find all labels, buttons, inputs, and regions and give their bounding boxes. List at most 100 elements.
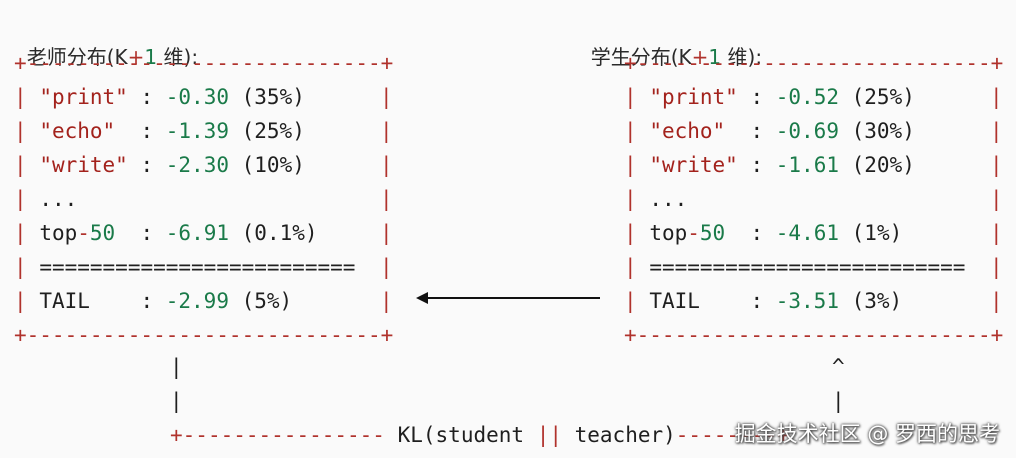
prob: (35%) bbox=[241, 85, 305, 109]
pipe: | bbox=[380, 85, 393, 109]
sep: : bbox=[737, 85, 776, 109]
pipe: | bbox=[14, 153, 27, 177]
sep: : bbox=[737, 153, 776, 177]
sep: : bbox=[127, 85, 166, 109]
sep: : bbox=[115, 221, 166, 245]
separator: ========================= bbox=[649, 255, 966, 279]
ellipsis: ... bbox=[649, 187, 688, 211]
box-row-separator: | ========================= bbox=[14, 250, 355, 284]
pipe: | bbox=[990, 187, 1003, 211]
box-row: | "echo" : -0.69 (30%) bbox=[624, 114, 915, 148]
left-arrow-icon bbox=[416, 292, 600, 304]
connector-plus: + bbox=[170, 423, 183, 447]
pipe: | bbox=[624, 221, 637, 245]
box-row-separator: | ========================= bbox=[624, 250, 965, 284]
box-row: | "print" : -0.30 (35%) bbox=[14, 80, 305, 114]
box-row-top50: | top-50 : -4.61 (1%) bbox=[624, 216, 902, 250]
heading-suffix: 维): bbox=[157, 45, 199, 69]
pipe: | bbox=[990, 255, 1003, 279]
pipe: | bbox=[624, 289, 637, 313]
pipe: | bbox=[14, 221, 27, 245]
logprob: -0.69 bbox=[775, 119, 839, 143]
prob: (25%) bbox=[851, 85, 915, 109]
pipe: | bbox=[624, 119, 637, 143]
pipe: | bbox=[990, 289, 1003, 313]
kl-label: KL(student bbox=[397, 423, 537, 447]
pipe: | bbox=[14, 187, 27, 211]
ellipsis: ... bbox=[39, 187, 78, 211]
logprob: -1.39 bbox=[165, 119, 229, 143]
pipe: | bbox=[990, 153, 1003, 177]
pipe: | bbox=[624, 153, 637, 177]
token-key: "echo" bbox=[39, 119, 116, 143]
heading-plus: + bbox=[127, 45, 145, 69]
student-heading: 学生分布(K+1 维): bbox=[578, 12, 762, 72]
logprob: -1.61 bbox=[775, 153, 839, 177]
prob: (30%) bbox=[851, 119, 915, 143]
token-key: "write" bbox=[39, 153, 128, 177]
box-row-tail: | TAIL : -2.99 (5%) bbox=[14, 284, 292, 318]
token-key: "write" bbox=[649, 153, 738, 177]
heading-one: 1 bbox=[144, 45, 158, 69]
prob: (10%) bbox=[241, 153, 305, 177]
pipe: | bbox=[990, 85, 1003, 109]
pipe: | bbox=[380, 289, 393, 313]
heading-text: 学生分布( bbox=[590, 45, 679, 69]
connector-dashes: -------- bbox=[675, 423, 777, 447]
box-row-ellipsis: | ... bbox=[14, 182, 77, 216]
connector-left-pipe: | bbox=[170, 389, 183, 413]
sep: : bbox=[89, 289, 166, 313]
pipe: | bbox=[14, 289, 27, 313]
top-label: top bbox=[39, 221, 78, 245]
pipe: | bbox=[624, 85, 637, 109]
kl-operator: || bbox=[536, 423, 562, 447]
box-row-ellipsis: | ... bbox=[624, 182, 687, 216]
box-row: | "print" : -0.52 (25%) bbox=[624, 80, 915, 114]
pipe: | bbox=[14, 255, 27, 279]
logprob: -0.30 bbox=[165, 85, 229, 109]
logprob: -2.30 bbox=[165, 153, 229, 177]
pipe: | bbox=[624, 187, 637, 211]
connector-caret: ^ bbox=[832, 355, 845, 379]
pipe: | bbox=[380, 153, 393, 177]
pipe: | bbox=[380, 255, 393, 279]
connector-plus: + bbox=[776, 423, 790, 447]
box-row: | "echo" : -1.39 (25%) bbox=[14, 114, 305, 148]
prob: (25%) bbox=[241, 119, 305, 143]
box-row: | "write" : -2.30 (10%) bbox=[14, 148, 305, 182]
logprob: -4.61 bbox=[775, 221, 839, 245]
box-row-tail: | TAIL : -3.51 (3%) bbox=[624, 284, 902, 318]
pipe: | bbox=[14, 85, 27, 109]
pipe: | bbox=[380, 119, 393, 143]
sep: : bbox=[725, 119, 776, 143]
top-dash: - bbox=[687, 221, 700, 245]
teacher-heading: 老师分布(K+1 维): bbox=[14, 12, 198, 72]
pipe: | bbox=[380, 221, 393, 245]
prob: (0.1%) bbox=[241, 221, 318, 245]
sep: : bbox=[127, 153, 166, 177]
sep: : bbox=[699, 289, 776, 313]
token-key: "echo" bbox=[649, 119, 726, 143]
logprob: -2.99 bbox=[165, 289, 229, 313]
pipe: | bbox=[990, 221, 1003, 245]
connector-dashes: ---------------- bbox=[182, 423, 385, 447]
prob: (3%) bbox=[851, 289, 903, 313]
box-border-top: +----------------------------+ bbox=[14, 51, 394, 75]
pipe: | bbox=[624, 255, 637, 279]
heading-suffix: 维): bbox=[721, 45, 763, 69]
kl-connector-line: +---------------- KL(student || teacher)… bbox=[170, 418, 790, 452]
heading-k: K bbox=[678, 45, 692, 69]
connector-right-pipe: | bbox=[832, 389, 845, 413]
heading-text: 老师分布( bbox=[26, 45, 115, 69]
token-key: "print" bbox=[39, 85, 128, 109]
sep: : bbox=[115, 119, 166, 143]
top-label: top bbox=[649, 221, 688, 245]
top-dash: - bbox=[77, 221, 90, 245]
separator: ========================= bbox=[39, 255, 356, 279]
connector-left-pipe: | bbox=[170, 355, 183, 379]
box-row: | "write" : -1.61 (20%) bbox=[624, 148, 915, 182]
box-border-bottom: +----------------------------+ bbox=[14, 323, 394, 347]
top-num: 50 bbox=[89, 221, 116, 245]
tail-label: TAIL bbox=[649, 289, 700, 313]
heading-k: K bbox=[114, 45, 128, 69]
